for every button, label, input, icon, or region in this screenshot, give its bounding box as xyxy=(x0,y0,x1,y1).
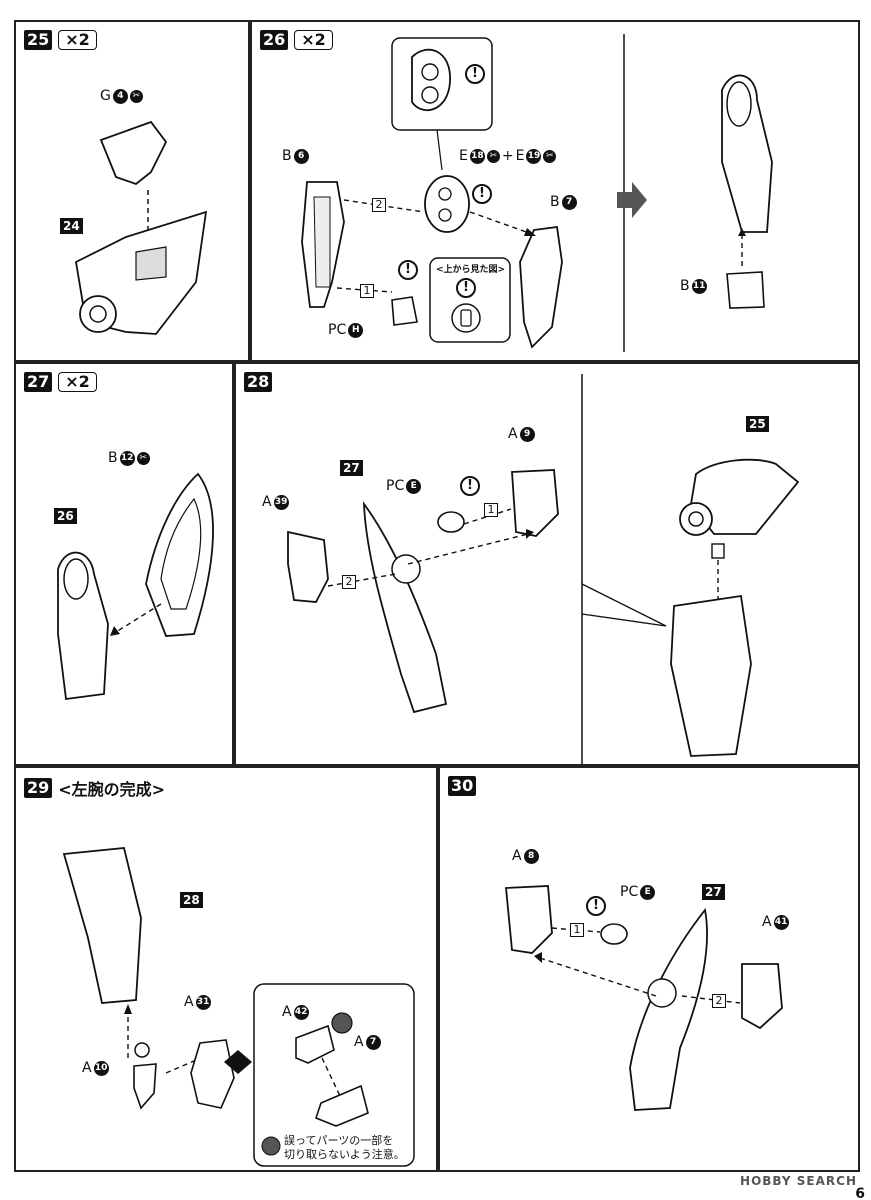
warning-icon: ! xyxy=(472,184,492,204)
sequence-1: 1 xyxy=(360,284,374,298)
subassembly-label: 24 xyxy=(60,218,83,234)
sequence-1: 1 xyxy=(570,923,584,937)
scissors-icon: ✂ xyxy=(486,149,500,163)
scissors-icon: ✂ xyxy=(136,451,150,465)
step-title: <左腕の完成> xyxy=(58,780,166,799)
step-header: 27 ×2 xyxy=(24,372,97,392)
warning-icon: ! xyxy=(460,476,480,496)
sequence-2: 2 xyxy=(372,198,386,212)
part-drawing-cap xyxy=(75,120,208,335)
warning-icon: ! xyxy=(465,64,485,84)
part-drawings-step-30 xyxy=(505,885,783,1111)
subassembly-label: 25 xyxy=(746,416,769,432)
sequence-2: 2 xyxy=(342,575,356,589)
warning-icon: ! xyxy=(456,278,476,298)
page-number: 6 xyxy=(855,1186,865,1200)
subassembly-label: 27 xyxy=(340,460,363,476)
panel-step-26: 26 ×2 xyxy=(250,20,860,362)
watermark-logo: HOBBY SEARCH xyxy=(740,1174,857,1188)
sequence-2: 2 xyxy=(712,994,726,1008)
step-number: 25 xyxy=(24,30,53,50)
step-number: 28 xyxy=(244,372,273,392)
part-drawings-step-27 xyxy=(57,472,214,701)
multiplier: ×2 xyxy=(58,372,97,392)
step-number: 30 xyxy=(448,776,477,796)
step-header: 25 ×2 xyxy=(24,30,97,50)
step-header: 29 <左腕の完成> xyxy=(24,776,165,800)
inset-title: <上から見た図> xyxy=(436,265,506,275)
step-header: 30 xyxy=(448,776,477,796)
step-header: 26 ×2 xyxy=(260,30,333,50)
scissors-icon: ✂ xyxy=(543,149,557,163)
step-number: 27 xyxy=(24,372,53,392)
subassembly-label: 26 xyxy=(54,508,77,524)
multiplier: ×2 xyxy=(58,30,97,50)
sequence-1: 1 xyxy=(484,503,498,517)
caution-note: 誤ってパーツの一部を 切り取らないよう注意。 xyxy=(284,1134,405,1161)
multiplier: ×2 xyxy=(294,30,333,50)
warning-icon: ! xyxy=(398,260,418,280)
step-number: 29 xyxy=(24,778,53,798)
scissors-icon: ✂ xyxy=(129,89,143,103)
subassembly-label: 27 xyxy=(702,884,725,900)
part-drawings-step-26 xyxy=(301,34,773,352)
step-header: 28 xyxy=(244,372,273,392)
subassembly-label: 28 xyxy=(180,892,203,908)
part-drawings-step-28 xyxy=(287,374,800,764)
part-drawings-step-29 xyxy=(62,847,415,1167)
warning-icon: ! xyxy=(586,896,606,916)
step-number: 26 xyxy=(260,30,289,50)
